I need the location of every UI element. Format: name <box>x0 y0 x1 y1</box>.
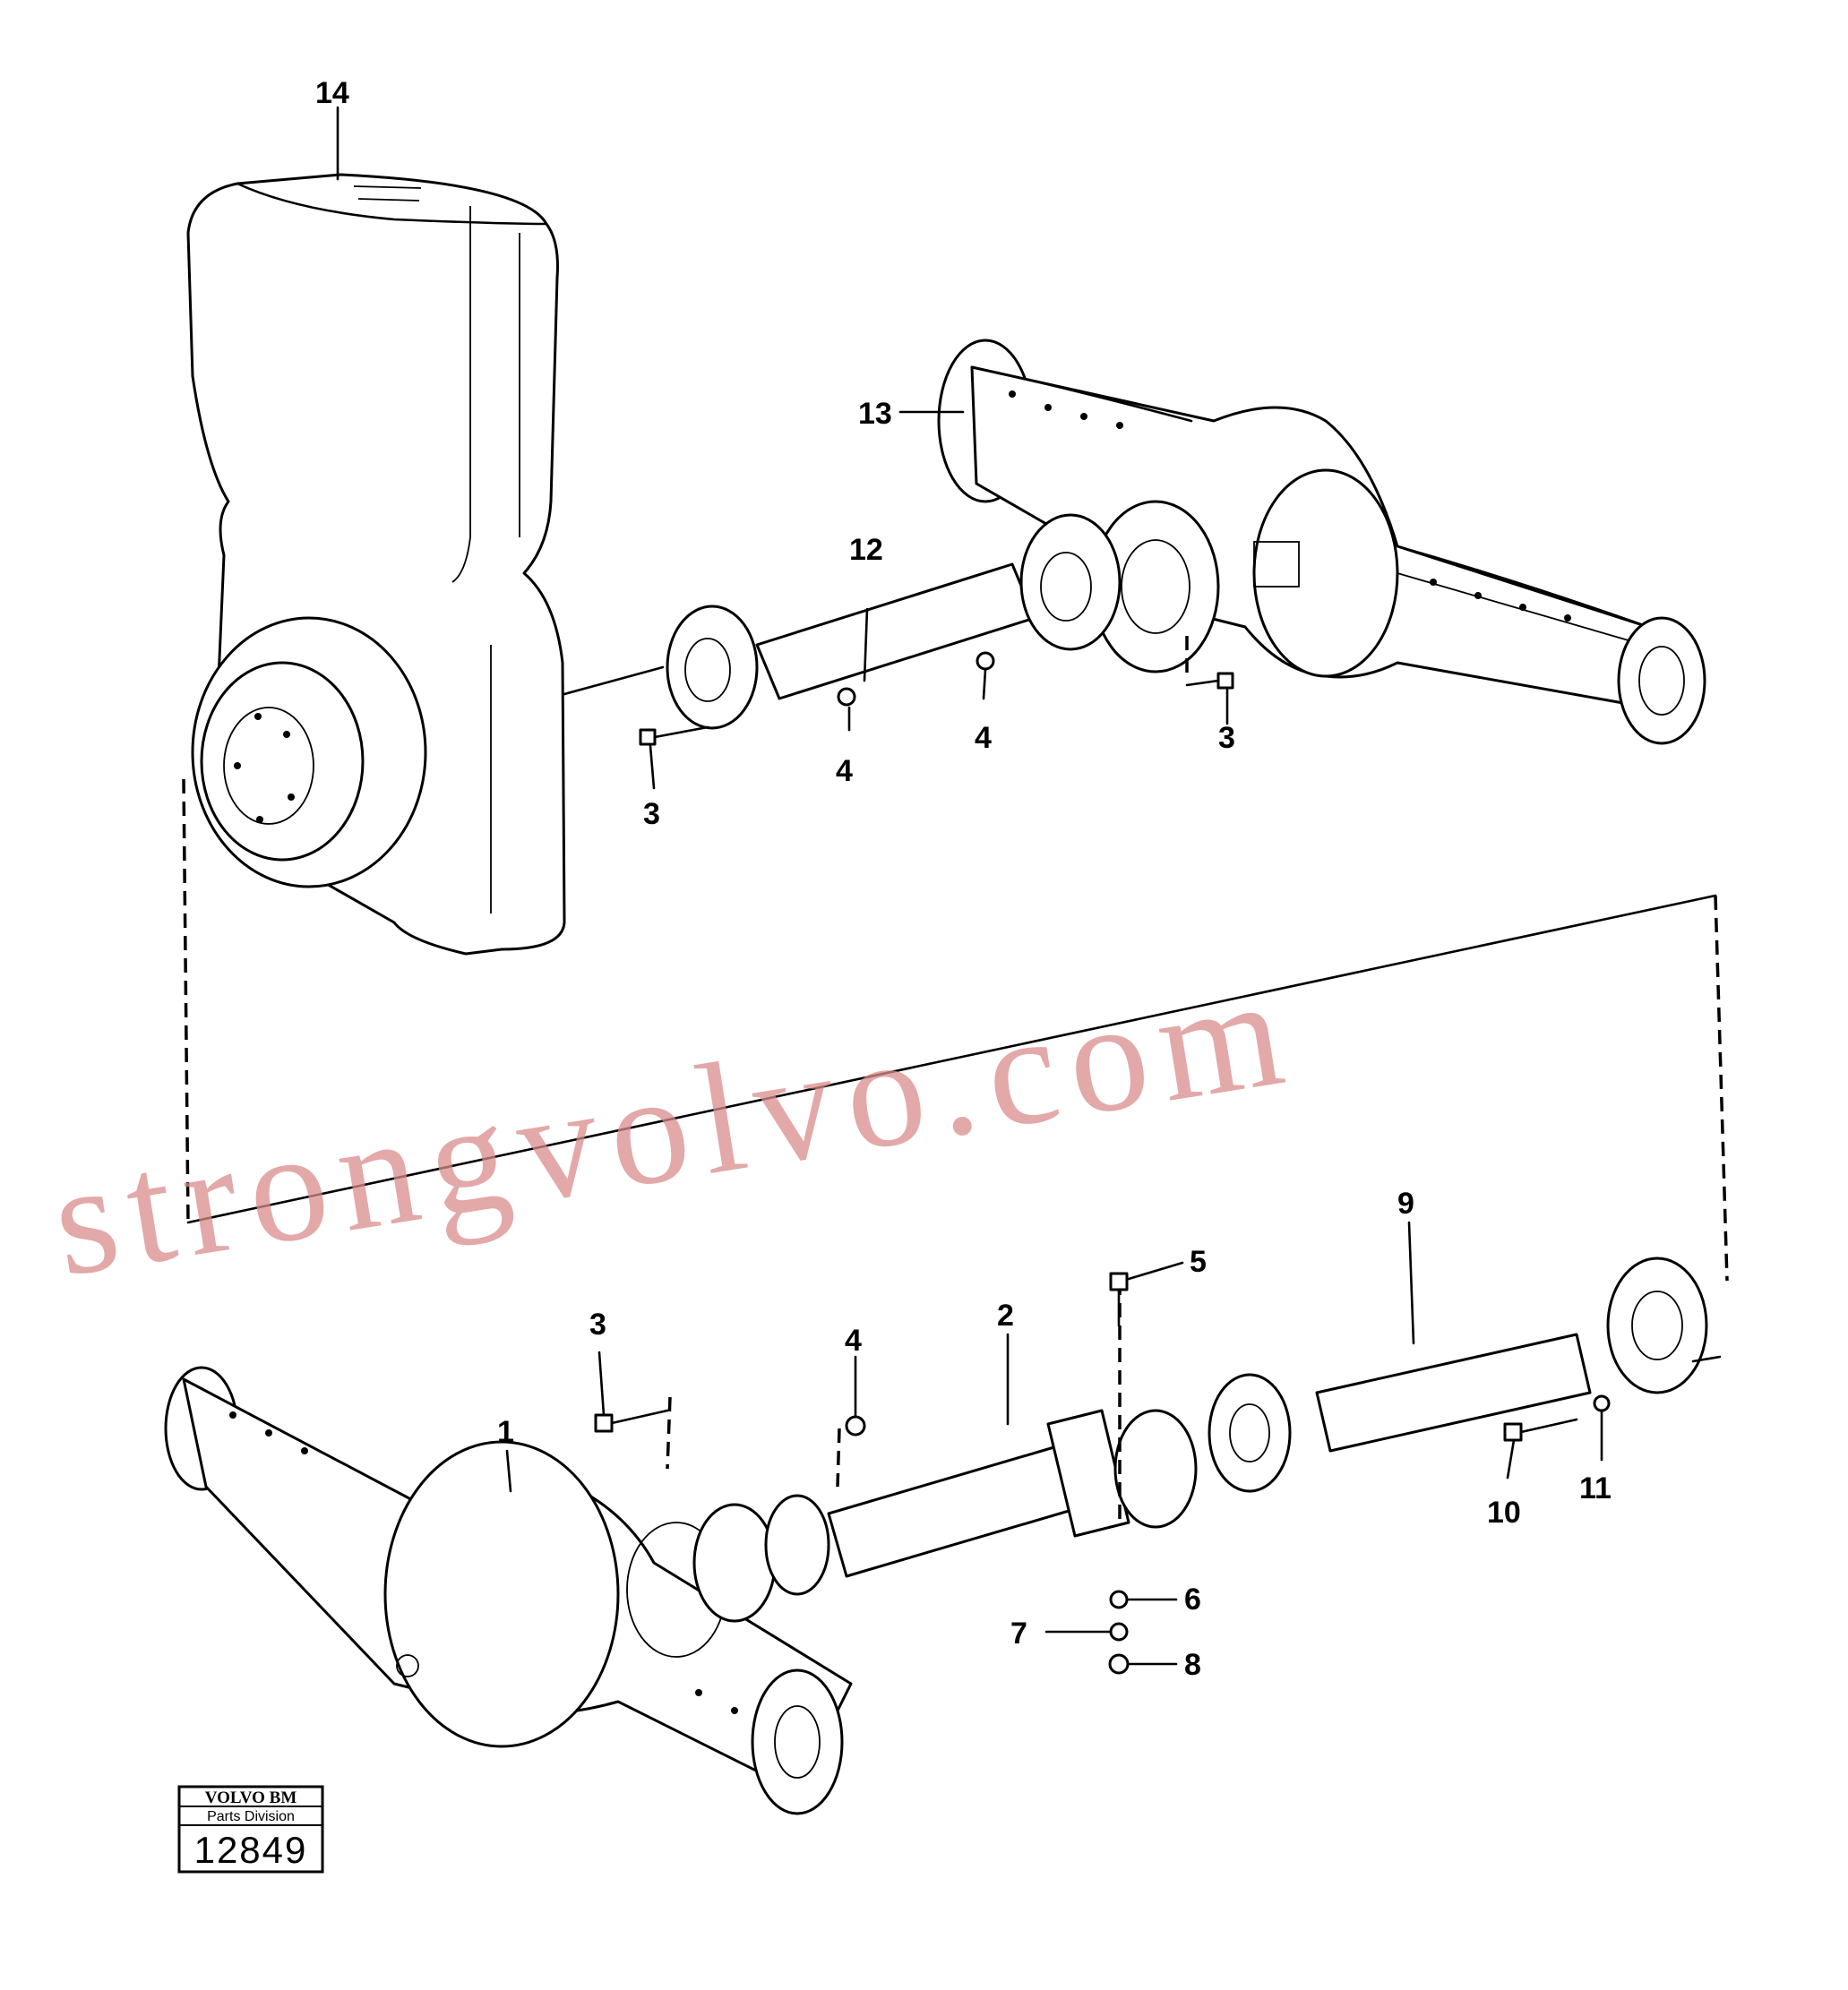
callout-5: 5 <box>1190 1245 1207 1279</box>
callout-12: 12 <box>849 533 883 567</box>
part-2-9-lower-driveline <box>692 1257 1722 1623</box>
stamp-number: 12849 <box>194 1829 308 1871</box>
part-12-upper-propshaft <box>563 513 1122 730</box>
stamp-division: Parts Division <box>207 1809 295 1824</box>
part-1-front-axle <box>164 1366 853 1815</box>
callout-3: 3 <box>1218 721 1235 755</box>
callout-9: 9 <box>1397 1187 1414 1221</box>
callout-13: 13 <box>858 397 892 431</box>
callout-1: 1 <box>497 1415 514 1449</box>
callout-7: 7 <box>1010 1617 1027 1651</box>
callout-leader-lines <box>336 106 1603 1666</box>
volvo-bm-parts-stamp: VOLVO BM Parts Division 12849 <box>177 1785 324 1874</box>
callout-14: 14 <box>315 76 349 110</box>
callout-2: 2 <box>997 1299 1014 1333</box>
callout-4: 4 <box>845 1324 862 1358</box>
callout-8: 8 <box>1184 1648 1201 1682</box>
callout-10: 10 <box>1487 1496 1521 1530</box>
callout-3: 3 <box>589 1308 606 1342</box>
part-14-transfer-case <box>186 173 566 956</box>
callout-labels: 14 13 12 3 4 4 3 1 3 4 2 5 9 6 7 8 10 11 <box>315 76 1612 1682</box>
alignment-dashed-lines <box>182 636 1729 1523</box>
callout-11: 11 <box>1579 1471 1612 1505</box>
callout-3: 3 <box>643 797 660 831</box>
stamp-brand: VOLVO BM <box>205 1788 297 1807</box>
callout-6: 6 <box>1184 1583 1201 1617</box>
watermark: strongvolvo.com <box>42 942 1306 1310</box>
callout-4: 4 <box>975 721 992 755</box>
callout-4: 4 <box>836 754 853 788</box>
hardware-bolts-nuts <box>594 651 1611 1675</box>
